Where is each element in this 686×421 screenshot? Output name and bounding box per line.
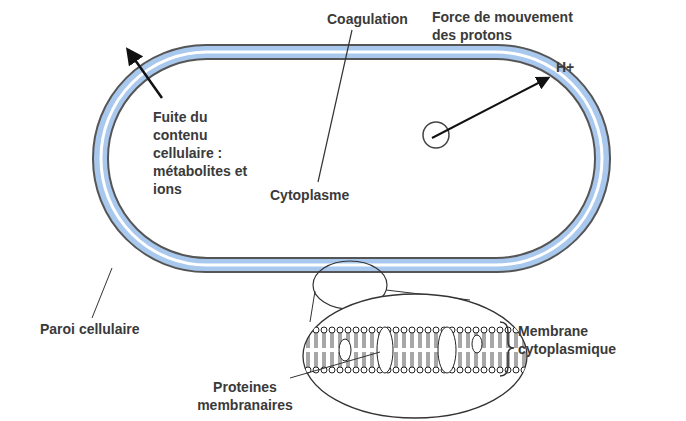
leader-line <box>92 268 112 318</box>
cytoplasm <box>108 59 595 258</box>
proton-arrow <box>432 78 548 138</box>
membrane-protein <box>472 335 482 353</box>
label: Membrane cytoplasmique <box>518 322 633 358</box>
label: Proteines membranaires <box>190 378 300 414</box>
label: H+ <box>556 58 586 76</box>
label: Fuite du contenu cellulaire : métabolite… <box>153 108 253 198</box>
leak-arrow <box>128 50 162 98</box>
label: Cytoplasme <box>270 186 380 204</box>
membrane-protein <box>377 327 393 373</box>
leader-line <box>318 30 352 182</box>
cell-wall <box>93 45 610 272</box>
label: Paroi cellulaire <box>40 320 170 338</box>
lipid-bilayer <box>300 326 532 374</box>
leader-line <box>290 352 380 378</box>
zoom-line <box>310 291 315 322</box>
brace <box>500 322 514 376</box>
label: Coagulation <box>327 10 427 28</box>
label: Force de mouvement des protons <box>432 8 582 44</box>
membrane-protein <box>438 327 456 373</box>
membrane-protein <box>339 339 351 361</box>
wall-line <box>101 52 602 265</box>
